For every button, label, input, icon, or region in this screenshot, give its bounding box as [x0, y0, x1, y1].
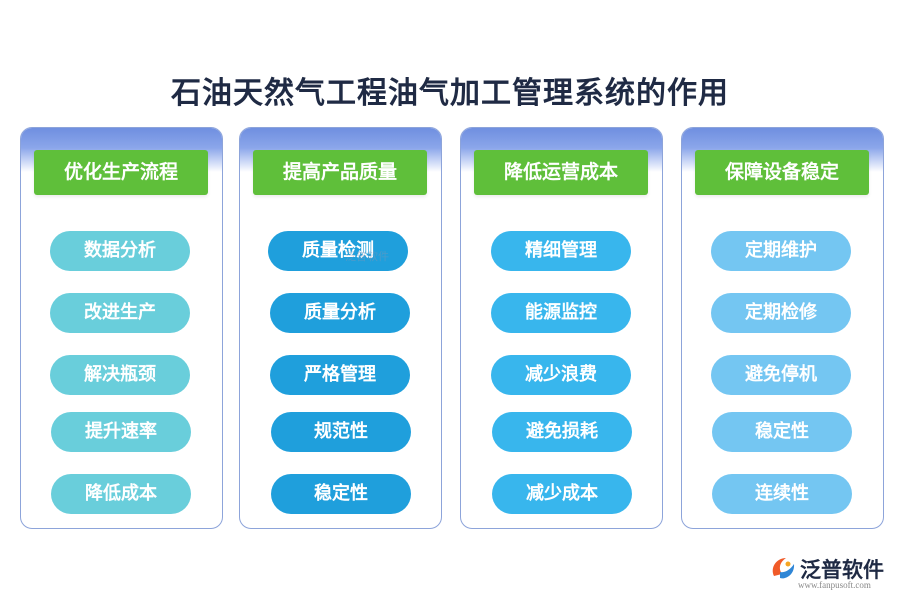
item-pill: 稳定性 — [712, 412, 852, 452]
brand-url: www.fanpusoft.com — [798, 580, 871, 590]
page-title: 石油天然气工程油气加工管理系统的作用 — [171, 76, 729, 111]
item-pill: 定期维护 — [711, 231, 851, 271]
item-pill: 精细管理 — [491, 231, 631, 271]
item-pill: 数据分析 — [50, 231, 190, 271]
column-header: 提高产品质量 — [253, 150, 427, 195]
column-reduce-cost: 降低运营成本 精细管理 能源监控 减少浪费 避免损耗 减少成本 — [460, 127, 663, 529]
column-optimize-production: 优化生产流程 数据分析 改进生产 解决瓶颈 提升速率 降低成本 — [20, 127, 223, 529]
column-improve-quality: 提高产品质量 质量检测 质量分析 严格管理 规范性 稳定性 — [239, 127, 442, 529]
item-pill: 避免停机 — [711, 355, 851, 395]
item-pill: 降低成本 — [51, 474, 191, 514]
column-header: 保障设备稳定 — [695, 150, 869, 195]
item-pill: 质量分析 — [270, 293, 410, 333]
item-pill: 连续性 — [712, 474, 852, 514]
item-pill: 减少成本 — [492, 474, 632, 514]
brand-logo: 泛普软件 www.fanpusoft.com — [768, 552, 893, 592]
item-pill: 能源监控 — [491, 293, 631, 333]
brand-name: 泛普软件 — [800, 558, 884, 582]
item-pill: 减少浪费 — [491, 355, 631, 395]
watermark: 泛普软件 — [345, 250, 389, 263]
item-pill: 严格管理 — [270, 355, 410, 395]
item-pill: 避免损耗 — [492, 412, 632, 452]
fanpu-logo-icon — [772, 558, 795, 579]
column-header: 优化生产流程 — [34, 150, 208, 195]
item-pill: 质量检测 — [268, 231, 408, 271]
item-pill: 稳定性 — [271, 474, 411, 514]
column-equipment-stability: 保障设备稳定 定期维护 定期检修 避免停机 稳定性 连续性 — [681, 127, 884, 529]
item-pill: 解决瓶颈 — [50, 355, 190, 395]
item-pill: 提升速率 — [51, 412, 191, 452]
item-pill: 规范性 — [271, 412, 411, 452]
item-pill: 定期检修 — [711, 293, 851, 333]
column-header: 降低运营成本 — [474, 150, 648, 195]
item-pill: 改进生产 — [50, 293, 190, 333]
